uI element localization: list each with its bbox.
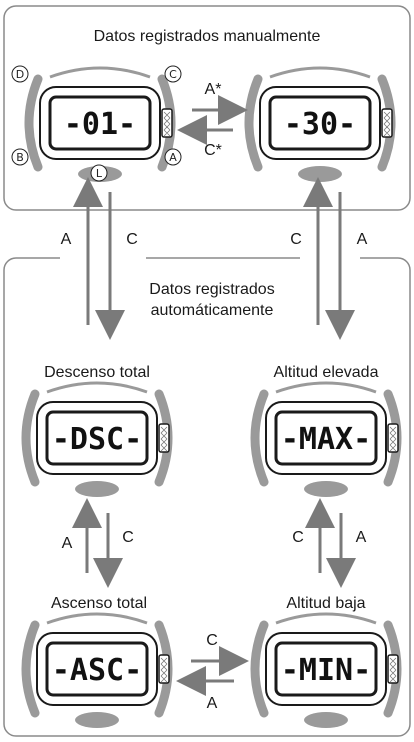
ascent-total-label: Ascenso total	[51, 595, 147, 612]
watch-display: -01-	[64, 107, 136, 142]
right-pair-down-label: A	[356, 529, 367, 546]
altitude-low-label: Altitud baja	[286, 595, 365, 612]
watch-min: -MIN-	[255, 614, 398, 728]
auto-data-title-line1: Datos registrados	[149, 281, 274, 298]
connector-right-up-label: C	[290, 231, 302, 248]
watch-display: -MAX-	[281, 422, 371, 457]
right-pair-up-label: C	[292, 529, 304, 546]
button-labels: D C B A L	[11, 65, 182, 182]
watch-manual-30: -30-	[249, 68, 392, 182]
arrow-left-top-label: C*	[204, 142, 222, 159]
button-l-label: L	[96, 167, 103, 180]
watch-max: -MAX-	[255, 383, 398, 497]
manual-data-panel	[3, 5, 411, 211]
bottom-pair-right-label: C	[206, 632, 218, 649]
button-b-label: B	[16, 151, 24, 164]
arrow-right-top-label: A*	[205, 81, 222, 98]
button-a-label: A	[169, 151, 177, 164]
left-pair-up-label: A	[62, 535, 73, 552]
watch-manual-01: -01-	[29, 68, 172, 182]
button-c-label: C	[169, 68, 177, 81]
altitude-high-label: Altitud elevada	[274, 364, 379, 381]
auto-data-title-line2: automáticamente	[151, 302, 274, 319]
descent-total-label: Descenso total	[44, 364, 150, 381]
left-pair-down-label: C	[122, 529, 134, 546]
connector-left-down-label: C	[126, 231, 138, 248]
watch-display: -DSC-	[52, 422, 142, 457]
auto-data-panel	[3, 257, 411, 737]
watch-display: -MIN-	[281, 653, 371, 688]
manual-data-title: Datos registrados manualmente	[94, 28, 321, 45]
connector-left-up-label: A	[61, 231, 72, 248]
bottom-pair-left-label: A	[207, 695, 218, 712]
watch-asc: -ASC-	[26, 614, 169, 728]
connector-right-down-label: A	[357, 231, 368, 248]
watch-dsc: -DSC-	[26, 383, 169, 497]
watch-display: -30-	[284, 107, 356, 142]
watch-display: -ASC-	[52, 653, 142, 688]
button-d-label: D	[16, 68, 24, 81]
